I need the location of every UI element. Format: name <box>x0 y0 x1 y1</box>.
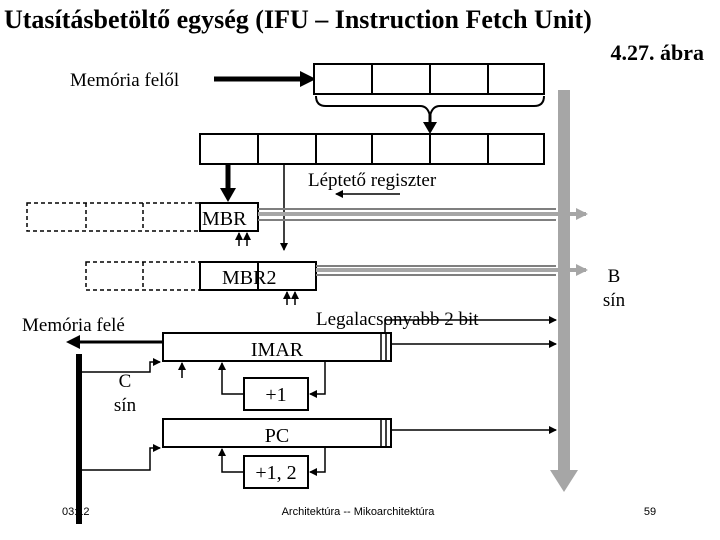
incrementer-to-imar <box>218 362 244 395</box>
c-bus-label-bottom: sín <box>114 395 137 416</box>
imar-to-incrementer <box>309 361 326 398</box>
b-bus <box>550 90 578 492</box>
slide-title: Utasításbetöltő egység (IFU – Instructio… <box>4 5 592 34</box>
pc-to-incrementer <box>309 447 326 476</box>
lowest-2-bits-arrow <box>384 316 557 333</box>
plus-one-label: +1 <box>265 384 286 406</box>
imar-register <box>162 332 392 362</box>
memory-input-arrowhead <box>300 71 316 87</box>
imar-label: IMAR <box>251 339 304 361</box>
memory-buffer-register <box>313 63 545 95</box>
b-bus-label-bottom: sín <box>603 290 626 311</box>
mbr2-dashed-extension <box>85 261 201 291</box>
merge-brace <box>315 95 545 117</box>
c-bus <box>76 354 82 524</box>
mbr-register <box>199 202 259 232</box>
mbr2-control-signals <box>283 291 299 305</box>
brace-arrow-head <box>423 122 437 134</box>
memory-from-label: Memória felől <box>70 70 179 91</box>
mbr2-label: MBR2 <box>222 267 276 289</box>
to-mbr-arrowhead <box>220 188 236 202</box>
b-bus-label-top: B <box>608 266 621 287</box>
incrementer-to-pc <box>218 448 244 473</box>
c-bus-label-top: C <box>119 371 132 392</box>
footer-course: Architektúra -- Mikoarchitektúra <box>282 506 436 518</box>
footer-date: 03:12 <box>62 506 90 518</box>
mbr-control-signals <box>235 232 251 246</box>
mbr-dashed-extension <box>26 202 201 232</box>
mbr2-to-b-bus-lines <box>316 264 588 276</box>
shift-register <box>199 133 545 165</box>
imar-incrementer <box>243 377 309 411</box>
pc-label: PC <box>265 425 289 447</box>
footer-page-number: 59 <box>644 506 656 518</box>
shift-register-label: Léptető regiszter <box>308 170 437 191</box>
c-bus-taps <box>82 358 161 471</box>
pc-register <box>162 418 392 448</box>
mbr-to-b-bus-lines <box>258 208 588 221</box>
plus-one-two-label: +1, 2 <box>255 462 296 484</box>
memory-to-label: Memória felé <box>22 315 125 336</box>
mbr-label: MBR <box>202 208 247 230</box>
memory-output-arrowhead <box>66 335 80 349</box>
figure-reference: 4.27. ábra <box>611 40 705 65</box>
